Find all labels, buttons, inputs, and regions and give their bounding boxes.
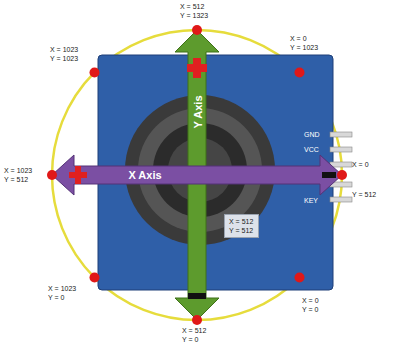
position-value: Y = 512 [4,175,28,184]
position-value: X = 512 [182,326,206,335]
axis-label: Y Axis [192,95,204,128]
plus-sign [69,58,207,184]
position-value: X = 0 [352,160,369,169]
minus-sign [188,172,336,299]
position-value: Y = 1023 [290,43,318,52]
position-value: X = 1023 [50,45,78,54]
pin-label: KEY [304,196,318,205]
position-value: Y = 1323 [180,11,208,20]
position-value: X = 1023 [4,166,32,175]
position-value: X = 512 [180,2,204,11]
position-value: Y = 0 [182,335,198,344]
position-value: X = 1023 [48,284,76,293]
position-value: Y = 512 [352,190,376,199]
pin-label: VCC [304,145,319,154]
pin-label: GND [304,130,320,139]
position-value: Y = 0 [48,293,64,302]
range-circle [52,30,342,320]
position-value: Y = 1023 [50,54,78,63]
position-value: X = 0 [290,34,307,43]
x-axis-arrow [52,155,342,195]
node-text: Y = 512 [229,226,254,235]
position-dot [47,25,347,325]
center-value-box: X = 512Y = 512 [224,214,259,238]
position-value: Y = 0 [302,305,318,314]
node-text: X = 512 [229,217,254,226]
position-value: X = 0 [302,296,319,305]
axis-label: X Axis [128,169,161,181]
